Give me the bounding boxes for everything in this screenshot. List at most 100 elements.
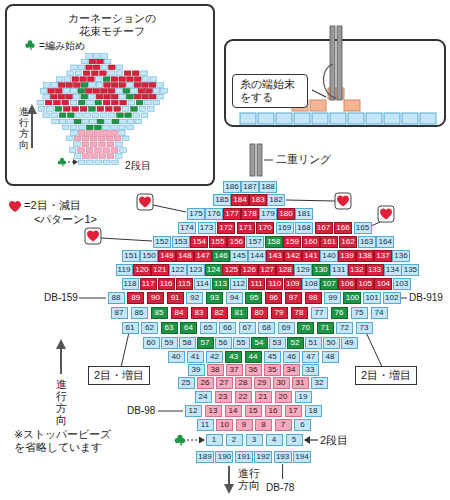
double-ring bbox=[250, 144, 255, 176]
bead-number: 104 bbox=[377, 279, 390, 289]
mini-bead bbox=[86, 54, 93, 59]
bead-number: 174 bbox=[180, 223, 193, 233]
bead-number: 187 bbox=[243, 182, 256, 192]
bead: 99 bbox=[324, 292, 341, 304]
mini-bead bbox=[101, 54, 108, 59]
bead: 32 bbox=[311, 377, 328, 389]
bead: 60 bbox=[143, 337, 160, 349]
bead-number: 110 bbox=[268, 279, 281, 289]
bead-number: 93 bbox=[210, 293, 219, 303]
bead-number: 191 bbox=[237, 452, 250, 462]
bead: 56 bbox=[215, 337, 232, 349]
mini-bead bbox=[83, 71, 90, 76]
mini-motif bbox=[37, 54, 167, 165]
bead: 107 bbox=[320, 278, 338, 290]
mini-bead bbox=[47, 107, 54, 112]
mini-bead bbox=[68, 113, 75, 118]
mini-bead bbox=[127, 119, 134, 124]
bead-number: 62 bbox=[145, 323, 154, 333]
bead-number: 80 bbox=[255, 308, 264, 318]
bead: 47 bbox=[302, 351, 319, 363]
bead-number: 124 bbox=[207, 265, 220, 275]
bead-number: 89 bbox=[131, 293, 140, 303]
bead-number: 179 bbox=[261, 209, 274, 219]
bead-number: 53 bbox=[273, 338, 282, 348]
bead-number: 37 bbox=[230, 365, 239, 375]
bead: 33 bbox=[302, 364, 319, 376]
bead-number: 117 bbox=[142, 279, 155, 289]
bead: 140 bbox=[320, 250, 338, 262]
double-ring bbox=[257, 144, 262, 176]
bead-number: 126 bbox=[243, 265, 256, 275]
bead-number: 24 bbox=[199, 392, 208, 402]
mini-bead bbox=[97, 119, 104, 124]
bead-number: 40 bbox=[172, 352, 181, 362]
bead: 114 bbox=[194, 278, 211, 290]
callout-pointer bbox=[312, 90, 326, 97]
mini-bead bbox=[45, 100, 52, 105]
bead: 97 bbox=[285, 292, 302, 304]
bead: 190 bbox=[215, 451, 233, 463]
motif-panel: カーネーションの 花束モチーフ=編み始め進行方向2段目 bbox=[5, 4, 215, 186]
mini-bead bbox=[112, 100, 119, 105]
mini-bead bbox=[119, 83, 126, 88]
bead: 17 bbox=[285, 405, 302, 417]
bead: 158 bbox=[265, 236, 283, 248]
bead-number: 171 bbox=[239, 223, 252, 233]
bead: 119 bbox=[116, 264, 133, 276]
mini-bead bbox=[101, 89, 108, 94]
bead: 104 bbox=[374, 278, 392, 290]
mini-bead bbox=[70, 100, 77, 105]
mini-bead bbox=[98, 136, 105, 141]
bead: 5 bbox=[286, 434, 303, 446]
mini-bead bbox=[120, 119, 127, 124]
bead-number: 192 bbox=[257, 452, 270, 462]
bead bbox=[240, 113, 256, 124]
bead: 126 bbox=[240, 264, 258, 276]
bead: 159 bbox=[283, 236, 301, 248]
mini-bead bbox=[82, 142, 89, 147]
bead-number: 23 bbox=[219, 392, 228, 402]
bead: 58 bbox=[179, 337, 196, 349]
bead bbox=[420, 113, 436, 124]
bead: 103 bbox=[393, 278, 411, 290]
bead: 78 bbox=[291, 307, 308, 319]
bead-number: 2 bbox=[232, 435, 236, 445]
bead-number: 75 bbox=[355, 308, 364, 318]
bead-number: 111 bbox=[251, 279, 263, 289]
bead: 94 bbox=[226, 292, 243, 304]
mini-bead bbox=[148, 107, 155, 112]
bead-number: 173 bbox=[200, 223, 213, 233]
bead: 95 bbox=[245, 292, 262, 304]
bead-number: 120 bbox=[135, 265, 148, 275]
mini-bead bbox=[93, 54, 100, 59]
bead-number: 41 bbox=[191, 352, 200, 362]
bead: 30 bbox=[273, 377, 290, 389]
thread bbox=[323, 64, 336, 98]
mini-bead bbox=[124, 71, 131, 76]
bead-number: 102 bbox=[385, 293, 398, 303]
bead-number: 193 bbox=[276, 452, 289, 462]
bead-number: 58 bbox=[183, 338, 192, 348]
mini-bead bbox=[122, 107, 129, 112]
bead-number: 55 bbox=[237, 338, 246, 348]
mini-bead bbox=[100, 113, 107, 118]
mini-bead bbox=[111, 83, 118, 88]
mini-bead bbox=[109, 113, 116, 118]
bead: 12 bbox=[185, 405, 202, 417]
bead-number: 67 bbox=[243, 323, 252, 333]
mini-bead bbox=[127, 83, 134, 88]
bead-number: 11 bbox=[201, 420, 209, 430]
mini-bead bbox=[138, 89, 145, 94]
mini-bead bbox=[105, 119, 112, 124]
mini-bead bbox=[95, 100, 102, 105]
bead: 108 bbox=[302, 278, 320, 290]
mini-bead bbox=[72, 107, 79, 112]
bead-number: 175 bbox=[189, 209, 202, 219]
bead: 117 bbox=[140, 278, 157, 290]
bead: 34 bbox=[283, 364, 300, 376]
mini-bead bbox=[43, 94, 50, 99]
bead-number: 138 bbox=[358, 251, 371, 261]
bead-number: 184 bbox=[233, 195, 246, 205]
mini-bead bbox=[91, 154, 98, 159]
